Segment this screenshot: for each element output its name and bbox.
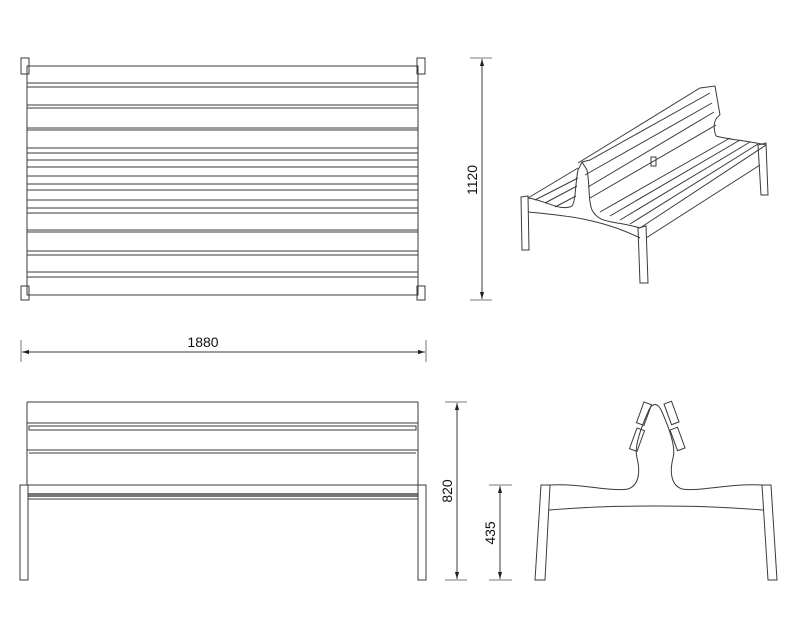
backrest-slats bbox=[628, 400, 686, 453]
corner-post bbox=[20, 57, 30, 75]
dimension-depth: 1120 bbox=[464, 57, 492, 301]
dimension-label-height: 820 bbox=[439, 479, 455, 503]
side-leg bbox=[534, 484, 551, 581]
dimension-width: 1880 bbox=[20, 334, 427, 362]
front-leg bbox=[417, 484, 427, 581]
corner-post bbox=[416, 57, 426, 75]
front-view bbox=[19, 401, 427, 581]
top-slats bbox=[27, 82, 418, 278]
isometric-view bbox=[520, 85, 769, 284]
iso-leg bbox=[520, 195, 530, 251]
dimension-label-width: 1880 bbox=[187, 334, 218, 350]
front-leg bbox=[19, 484, 29, 581]
dimension-seat-height: 435 bbox=[482, 484, 512, 581]
corner-post bbox=[416, 285, 426, 301]
iso-leg bbox=[637, 225, 649, 284]
top-view bbox=[20, 57, 426, 301]
iso-leg bbox=[757, 142, 769, 196]
corner-post bbox=[20, 285, 30, 301]
dimension-height: 820 bbox=[439, 401, 467, 581]
dimension-label-seat-height: 435 bbox=[482, 521, 498, 545]
side-view bbox=[534, 400, 778, 581]
center-support bbox=[650, 156, 657, 167]
side-leg bbox=[761, 484, 778, 581]
dimension-label-depth: 1120 bbox=[464, 165, 480, 195]
